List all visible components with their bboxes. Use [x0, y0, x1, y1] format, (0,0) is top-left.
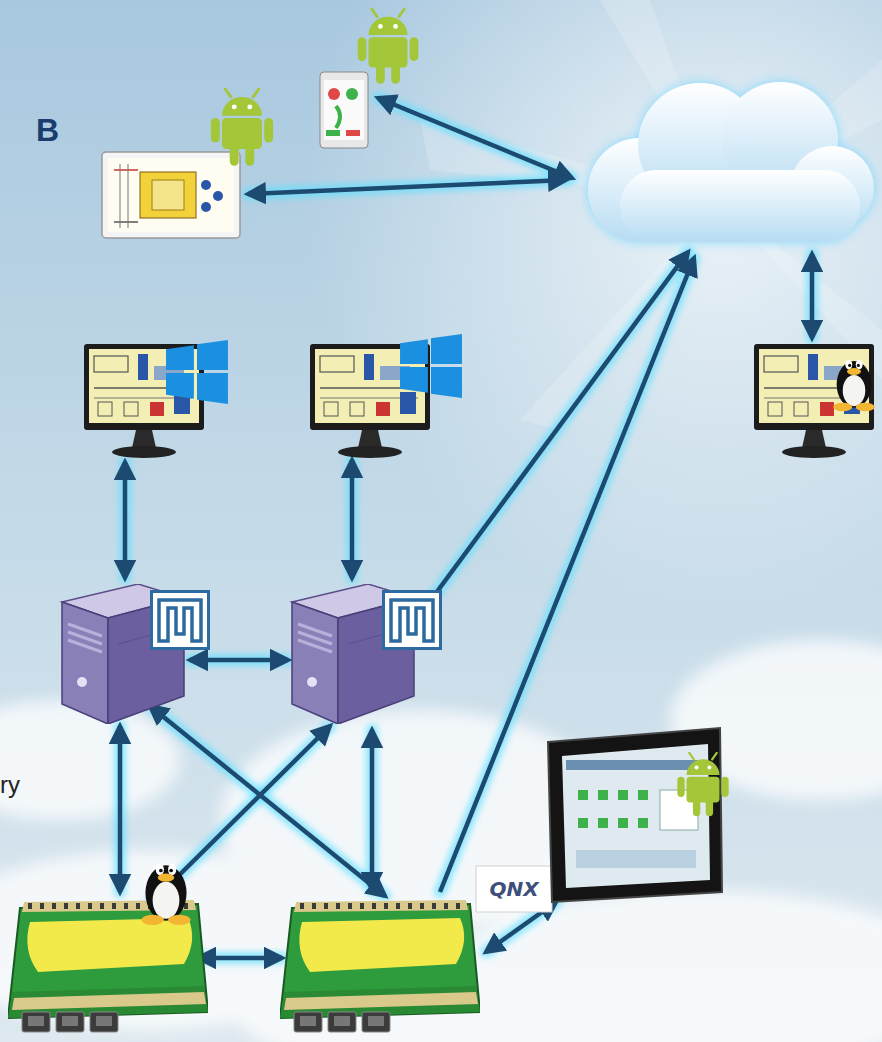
qnx-logo-text: QNX: [489, 877, 538, 901]
tablet-device-part: [140, 172, 196, 218]
connector-line-part: [190, 658, 288, 663]
tablet-device: [102, 152, 240, 238]
tablet-device-part: [213, 191, 223, 201]
tablet-device-part: [120, 164, 121, 228]
connector-line-part: [150, 706, 385, 896]
tablet-device-part: [114, 221, 138, 223]
logo-badge: [476, 866, 552, 912]
android-logo: [677, 753, 728, 816]
tablet-device-part: [128, 164, 129, 228]
phone-device-part: [320, 72, 368, 148]
touch-panel-part-part: [638, 818, 648, 828]
connector-glow-part: [378, 98, 572, 178]
connector-line-part: [350, 460, 355, 578]
touch-panel-part: [566, 760, 704, 770]
connector-line-part: [198, 956, 282, 961]
pc-monitor: [754, 344, 874, 458]
connector-line-part: [422, 252, 688, 612]
touch-panel-part: [578, 790, 648, 828]
touch-panel-part: [562, 744, 710, 888]
cut-off-text: ry: [0, 771, 20, 799]
phone-device-part: [336, 106, 340, 128]
linux-logo: [141, 864, 190, 925]
tablet-device-part: [114, 169, 138, 171]
cloud-icon: [588, 82, 874, 242]
connector-glow-part: [346, 460, 358, 578]
server-logo: [152, 592, 209, 649]
connector-glow-part: [119, 462, 131, 578]
tablet-device-part: [102, 152, 240, 238]
connector-line-part: [370, 730, 375, 890]
touch-panel-part-part: [578, 818, 588, 828]
connector-glow-part: [190, 654, 288, 666]
connector-line-part: [123, 462, 128, 578]
touch-panel-part-part: [598, 818, 608, 828]
connector-line-part: [378, 98, 572, 178]
windows-logo: [166, 340, 228, 404]
section-letter-box: B: [36, 108, 76, 152]
phone-device-part: [328, 88, 340, 100]
tablet-device-part: [201, 202, 211, 212]
controller-board: [280, 900, 480, 1032]
touch-panel-part-part: [578, 790, 588, 800]
phone-device-part: [324, 80, 364, 140]
cut-off-text-box: ry: [0, 768, 40, 802]
qnx-logo-text-box: QNX: [476, 866, 552, 912]
server-logo: [384, 592, 441, 649]
connector-line-part: [810, 254, 815, 338]
touch-panel-part-part: [598, 790, 608, 800]
connector-glow-part: [806, 254, 818, 338]
tablet-device-part: [108, 158, 234, 232]
windows-logo: [400, 334, 462, 398]
connector-line-part: [248, 180, 566, 194]
tablet-device-part: [201, 180, 211, 190]
phone-device-part: [346, 88, 358, 100]
connector-glow-part: [248, 180, 566, 194]
touch-panel-part-part: [638, 790, 648, 800]
connector-line-part: [118, 726, 123, 892]
phone-device-part: [326, 130, 340, 136]
touch-panel-part-part: [618, 818, 628, 828]
connector-glow-part: [366, 730, 378, 890]
connector-glow-part: [198, 952, 282, 964]
phone-device-part: [346, 130, 360, 136]
linux-logo: [833, 360, 875, 412]
cloud-icon-part-part: [620, 170, 860, 242]
android-logo: [358, 9, 419, 84]
phone-device: [320, 72, 368, 148]
section-letter: B: [36, 112, 59, 149]
cloud-icon-part: [588, 82, 874, 242]
touch-panel-part: [576, 850, 696, 868]
tablet-device-part: [152, 180, 184, 210]
background-part-part: [0, 700, 180, 820]
connector-glow-part: [422, 252, 688, 612]
connector-glow-part: [114, 726, 126, 892]
android-logo: [211, 89, 273, 166]
touch-panel-part-part: [618, 790, 628, 800]
